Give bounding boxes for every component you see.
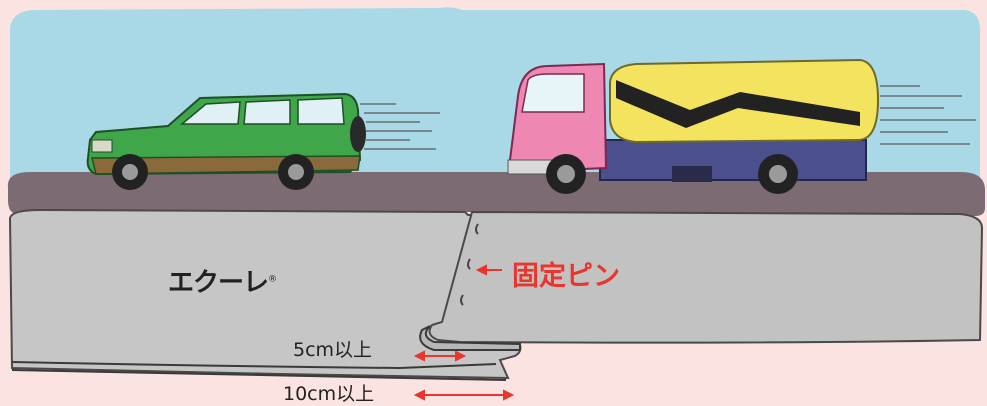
truck-tank-stripe [616,80,860,128]
fixing-pin-2 [467,258,471,270]
truck-speed-lines [880,85,976,145]
fixing-pin-3 [460,294,464,306]
suv-spare-tire [350,116,366,152]
suv-window-rear [297,97,345,125]
erosion-sheet-front [428,210,984,344]
suv-rear-hub [288,164,304,180]
pin-pointer-arrow [475,264,502,276]
dimension-arrow-5cm [413,350,467,362]
truck-bumper [507,159,553,175]
registered-mark: ® [268,274,278,285]
suv-speed-lines [360,103,440,150]
dimension-arrow-10cm [413,389,515,401]
suv-front-hub [122,164,138,180]
sheet-overlap-fold [419,325,521,351]
suv-window-mid [243,99,291,125]
suv-vehicle [86,92,440,190]
overlap-10cm-label: 10cm以上 [283,383,375,405]
suv-grille [91,139,113,153]
fixing-pin-1 [475,223,479,235]
truck-chassis [599,139,867,181]
truck-rear-hub [769,165,787,183]
road-surface [7,172,986,216]
sheet-bottom-edge-2 [11,369,507,381]
suv-window-front [179,101,241,125]
fixing-pin-label: 固定ピン [512,261,620,292]
suv-body [86,92,362,176]
truck-front-hub [557,165,575,183]
sheet-bottom-edge [11,361,497,370]
brand-text: エクーレ [168,268,269,298]
overlap-5cm-label: 5cm以上 [293,339,373,361]
erosion-sheet-back [8,208,522,380]
tanker-truck [507,58,976,194]
truck-side-box [672,166,712,182]
product-brand-name: エクーレ® [168,262,277,299]
truck-cab-window [521,73,585,113]
